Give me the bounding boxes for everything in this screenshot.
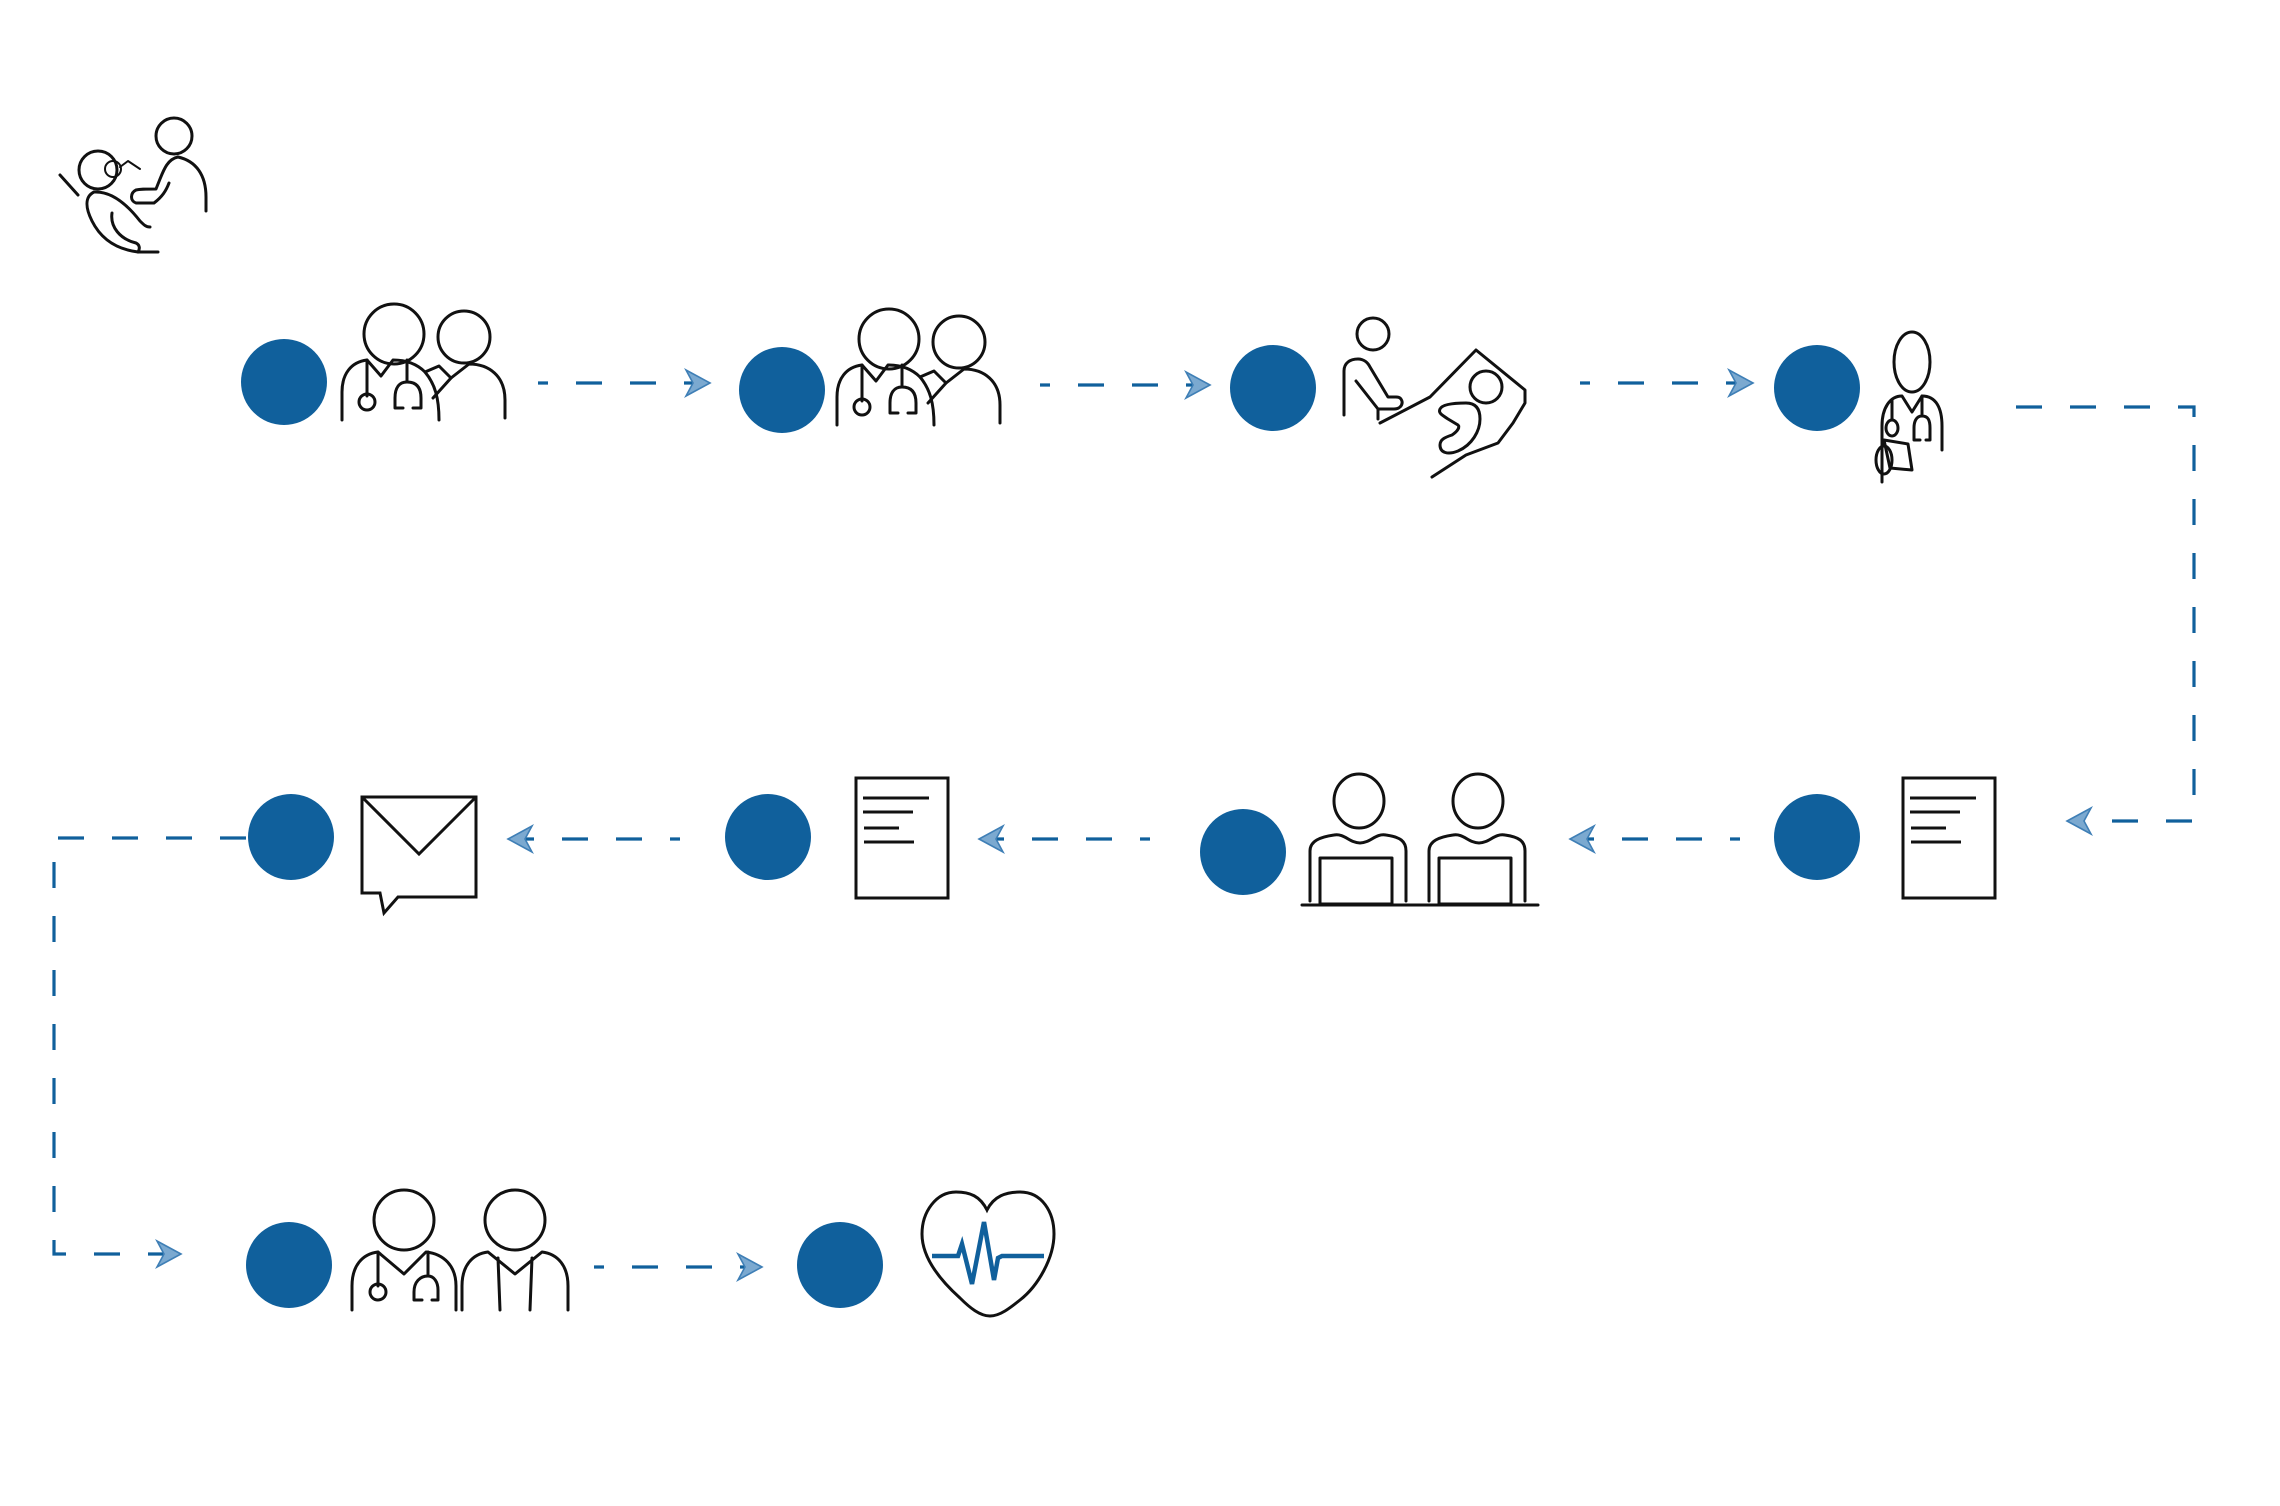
connector-7-8 (507, 825, 680, 853)
step-5-marker (1774, 794, 1860, 880)
connector-8-9 (52, 836, 246, 1268)
dentist-patient-icon (58, 116, 208, 254)
doctor-with-clipboard-icon (1874, 330, 1944, 484)
people-at-laptops-icon (1300, 772, 1540, 907)
connector-4-5 (2016, 405, 2196, 835)
dentist-examining-patient-icon (1342, 316, 1527, 479)
step-6-marker (1200, 809, 1286, 895)
step-8-marker (248, 794, 334, 880)
doctor-with-patient-icon (340, 302, 507, 422)
connector-6-7 (978, 825, 1150, 853)
step-1-marker (241, 339, 327, 425)
connector-5-6 (1569, 825, 1740, 853)
two-doctors-icon (350, 1188, 570, 1312)
connector-2-3 (1040, 371, 1211, 399)
step-7-marker (725, 794, 811, 880)
arrowhead-icon (2066, 807, 2092, 835)
message-envelope-icon (360, 795, 478, 917)
connector-9-10 (594, 1253, 763, 1281)
heart-ecg-icon (920, 1190, 1056, 1318)
step-10-marker (797, 1222, 883, 1308)
step-4-marker (1774, 345, 1860, 431)
connector-3-4 (1580, 369, 1754, 397)
step-2-marker (739, 347, 825, 433)
step-9-marker (246, 1222, 332, 1308)
document-icon (1901, 776, 1997, 900)
doctor-with-patient-icon (835, 307, 1002, 427)
step-3-marker (1230, 345, 1316, 431)
connector-1-2 (538, 369, 711, 397)
document-icon (854, 776, 950, 900)
